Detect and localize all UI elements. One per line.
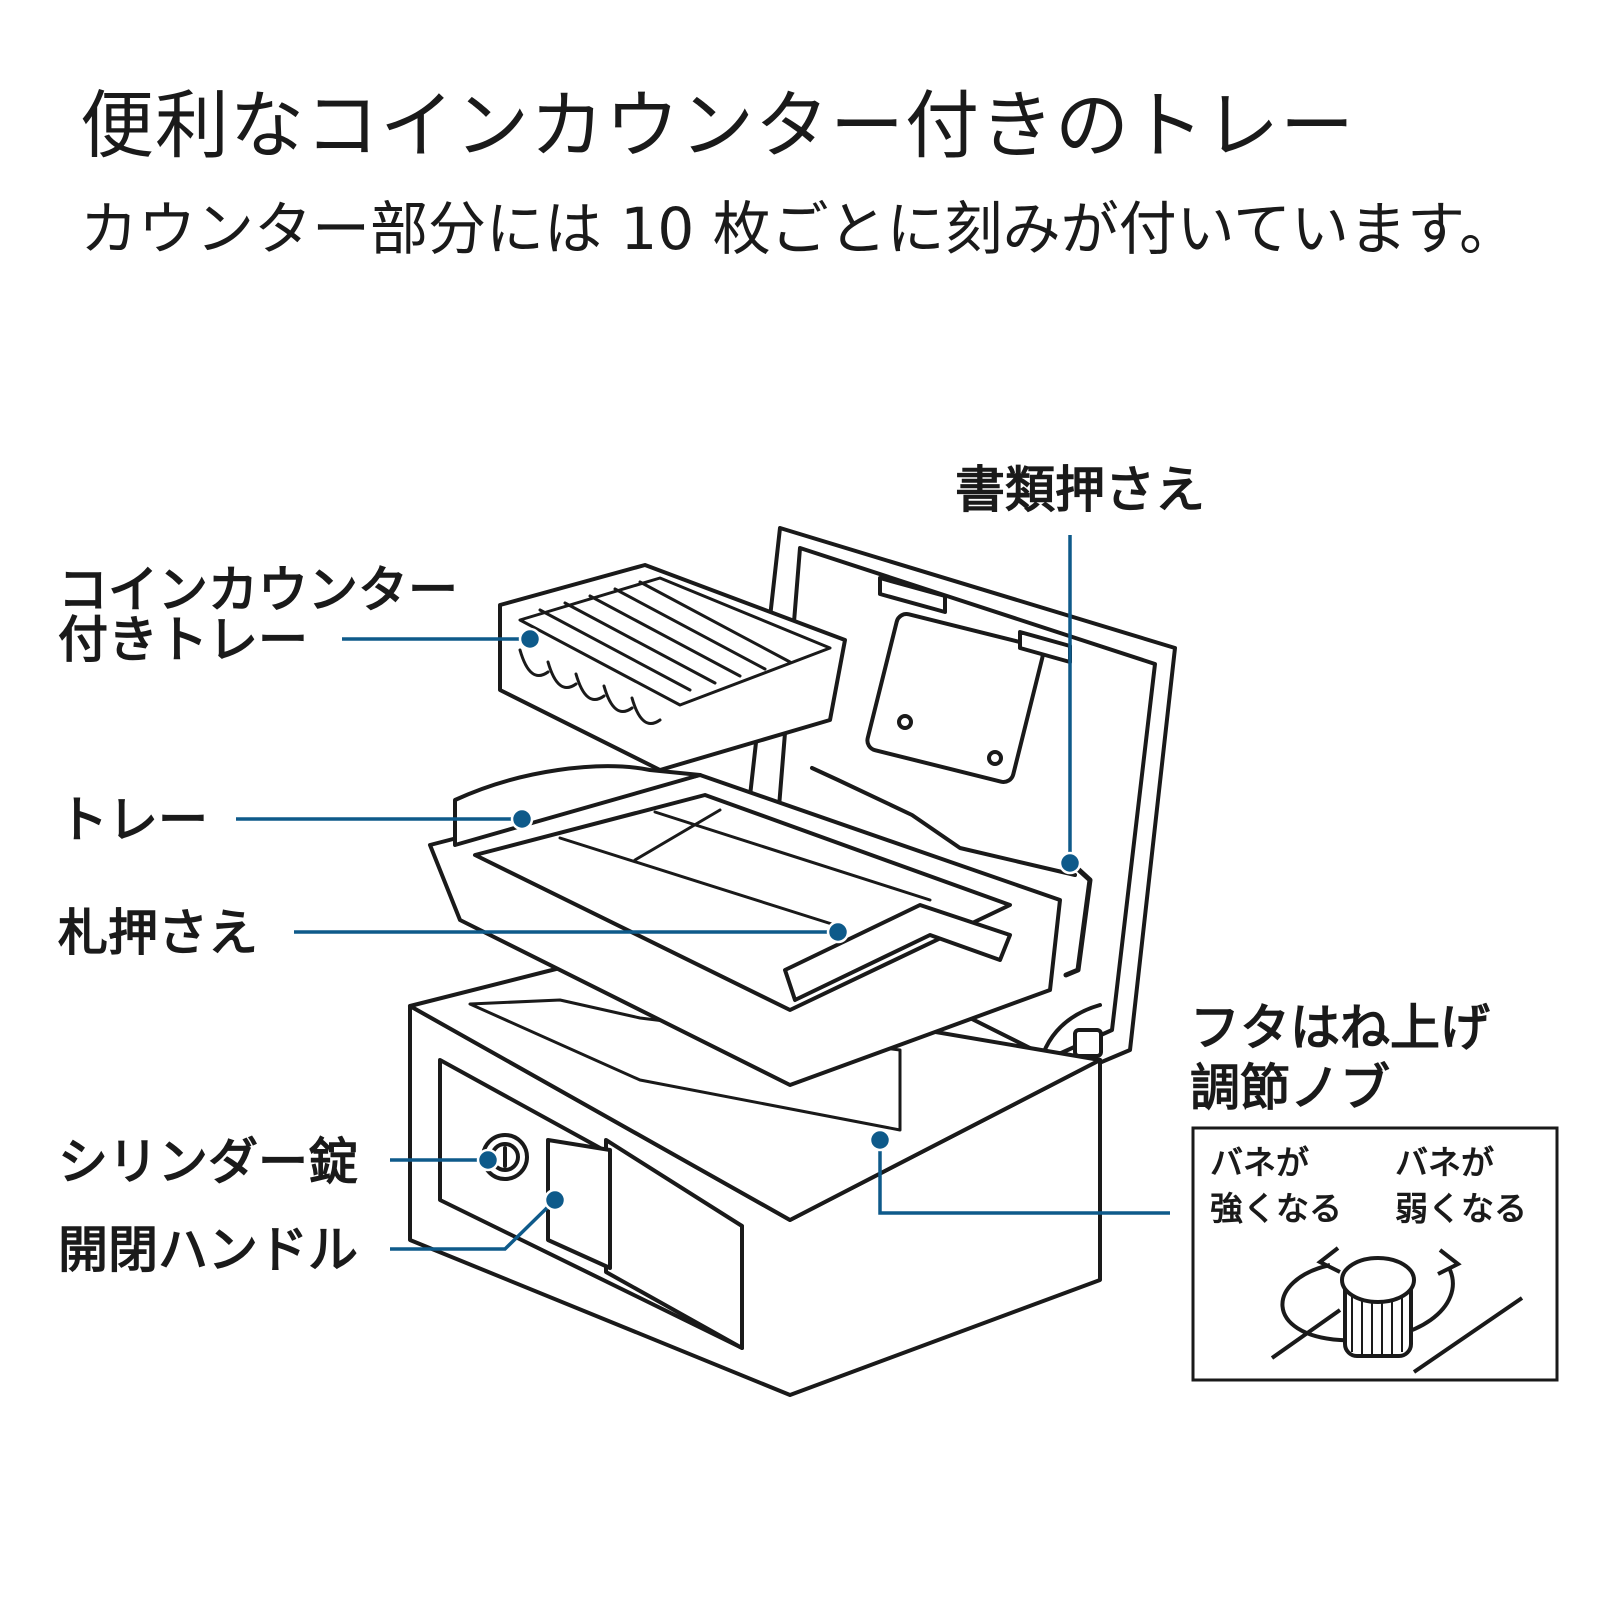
knob-right-line2: 弱くなる xyxy=(1395,1189,1527,1228)
leader-dots xyxy=(476,627,1082,1212)
callout-cylinder-lock: シリンダー錠 xyxy=(58,1133,358,1191)
knob-left-line1: バネが xyxy=(1210,1143,1309,1182)
callout-open-close-handle: 開閉ハンドル xyxy=(58,1221,358,1279)
callout-document-holder: 書類押さえ xyxy=(955,461,1205,519)
leader-lines xyxy=(236,535,1170,1251)
callout-lid-knob-line2: 調節ノブ xyxy=(1190,1059,1390,1117)
lid-knob-icon xyxy=(1073,1028,1103,1058)
coin-counter-tray-icon xyxy=(498,563,847,772)
page-title: 便利なコインカウンター付きのトレー xyxy=(80,83,1355,169)
callout-coin-counter-tray-line2: 付きトレー xyxy=(58,611,308,669)
page-subtitle: カウンター部分には 10 枚ごとに刻みが付いています。 xyxy=(80,195,1518,263)
knob-left-line2: 強くなる xyxy=(1210,1189,1342,1228)
callout-lid-knob-line1: フタはね上げ xyxy=(1190,999,1490,1057)
knob-detail-box xyxy=(1191,1126,1559,1382)
knob-rotation-icon xyxy=(1270,1246,1524,1374)
bill-holder xyxy=(783,903,1012,1002)
knob-right-line1: バネが xyxy=(1395,1143,1494,1182)
callout-tray: トレー xyxy=(58,791,208,849)
callout-coin-counter-tray-line1: コインカウンター xyxy=(58,561,458,619)
callout-bill-holder: 札押さえ xyxy=(58,904,258,962)
